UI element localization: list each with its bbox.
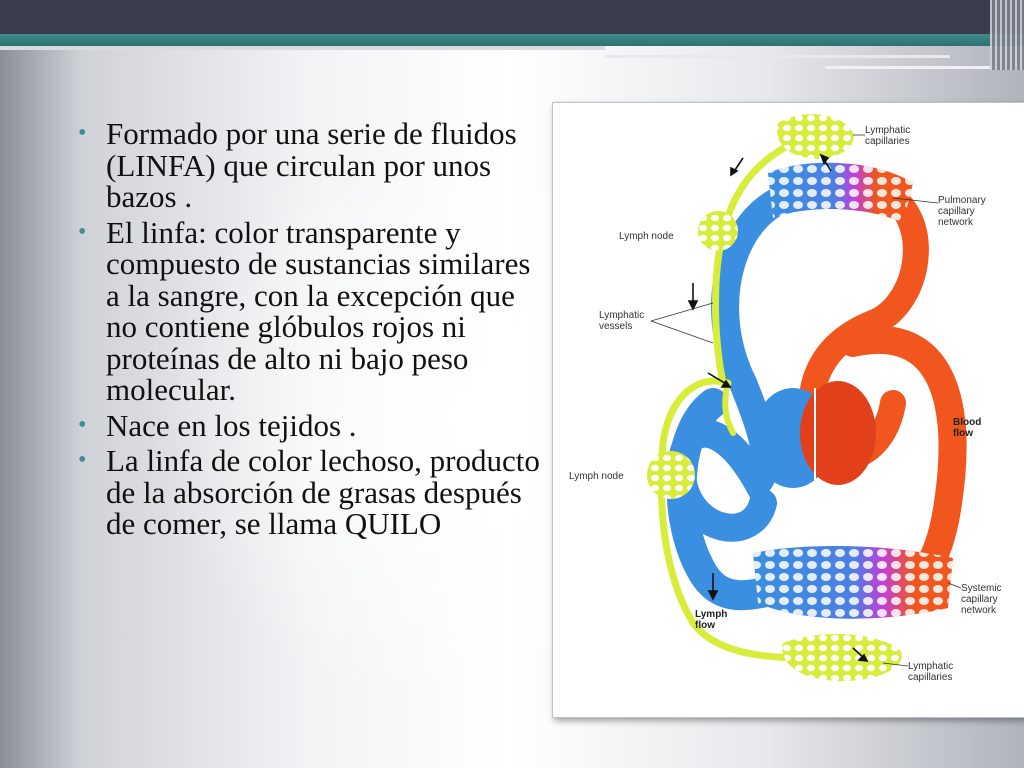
top-rule-line-short bbox=[605, 55, 950, 58]
bullet-list: Formado por una serie de fluidos (LINFA)… bbox=[78, 118, 548, 544]
top-frame-bar bbox=[0, 0, 1024, 34]
label-pulmonary-network: Pulmonary capillary network bbox=[938, 195, 989, 228]
label-lymph-node-top: Lymph node bbox=[619, 231, 674, 242]
bullet-item: La linfa de color lechoso, producto de l… bbox=[78, 445, 548, 540]
lymphatic-capillaries-bottom-shape bbox=[782, 633, 902, 681]
bullet-item: El linfa: color transparente y compuesto… bbox=[78, 216, 548, 406]
corner-stripes-decoration bbox=[990, 0, 1024, 70]
lymph-node-top bbox=[698, 211, 738, 251]
top-rule-line bbox=[0, 46, 605, 50]
label-leaders bbox=[650, 134, 962, 667]
label-lymphatic-vessels: Lymphatic vessels bbox=[599, 310, 647, 332]
lymph-node-bottom bbox=[647, 451, 695, 499]
top-rule-line-shortest bbox=[825, 66, 995, 69]
label-lymph-node-bottom: Lymph node bbox=[569, 471, 624, 482]
label-lymphatic-capillaries-bottom: Lymphatic capillaries bbox=[908, 661, 956, 683]
label-lymph-flow: Lymph flow bbox=[695, 609, 730, 631]
label-lymphatic-capillaries-top: Lymphatic capillaries bbox=[865, 125, 913, 147]
circulation-illustration: Lymphatic capillaries Pulmonary capillar… bbox=[569, 114, 1004, 683]
flow-arrows bbox=[687, 153, 869, 662]
label-systemic-network: Systemic capillary network bbox=[961, 583, 1004, 616]
lymphatic-capillaries-top-shape bbox=[777, 114, 854, 159]
lymphatic-system-diagram: Lymphatic capillaries Pulmonary capillar… bbox=[552, 102, 1024, 718]
bullet-item: Nace en los tejidos . bbox=[78, 409, 548, 442]
bullet-item: Formado por una serie de fluidos (LINFA)… bbox=[78, 118, 548, 213]
venous-loop bbox=[667, 179, 817, 542]
top-teal-band bbox=[0, 34, 1024, 46]
label-blood-flow: Blood flow bbox=[953, 417, 984, 439]
heart bbox=[753, 381, 876, 493]
